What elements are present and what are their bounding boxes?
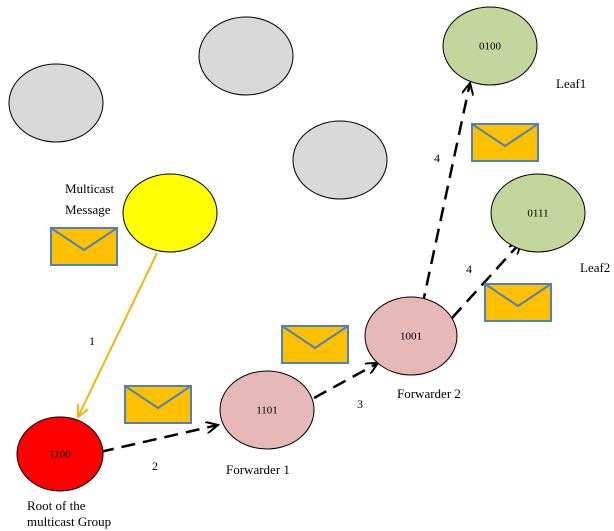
idle-node xyxy=(198,16,294,96)
edges: 1 2 3 4 4 xyxy=(78,83,521,473)
forwarder1-id: 1101 xyxy=(256,405,278,417)
leaf2-label: Leaf2 xyxy=(580,260,610,275)
envelope-icon xyxy=(281,325,349,364)
forwarder2-node: 1001 xyxy=(364,296,458,376)
root-id: 1100 xyxy=(49,449,71,461)
root-label: Root of the multicast Group xyxy=(27,498,111,529)
forwarder2-label: Forwarder 2 xyxy=(397,386,461,401)
edge-forwarder2-leaf1 xyxy=(420,83,470,308)
edge-source-root xyxy=(78,252,158,417)
source-node xyxy=(122,173,218,253)
leaf1-label: Leaf1 xyxy=(556,76,586,91)
envelope-icon xyxy=(484,283,552,322)
forwarder2-id: 1001 xyxy=(400,331,422,343)
edge-label-3: 3 xyxy=(357,397,363,411)
edge-label-4b: 4 xyxy=(466,262,472,276)
idle-node xyxy=(8,63,104,143)
leaf1-id: 0100 xyxy=(479,41,502,53)
forwarder1-node: 1101 xyxy=(219,370,315,450)
leaf2-id: 0111 xyxy=(527,208,548,220)
multicast-message-label: Multicast Message xyxy=(65,181,117,217)
edge-forwarder1-forwarder2 xyxy=(313,361,378,400)
message-icons xyxy=(50,123,552,424)
edge-label-4a: 4 xyxy=(434,151,440,165)
root-node: 1100 xyxy=(16,416,104,492)
forwarder1-label: Forwarder 1 xyxy=(226,462,290,477)
edge-label-2: 2 xyxy=(152,459,158,473)
edge-root-forwarder1 xyxy=(99,425,218,454)
envelope-icon xyxy=(124,385,192,424)
leaf1-node: 0100 xyxy=(442,6,538,86)
annotations: Multicast Message Root of the multicast … xyxy=(27,76,610,529)
nodes: 0100 0111 1001 1101 1100 xyxy=(8,6,586,492)
envelope-icon xyxy=(50,227,118,266)
leaf2-node: 0111 xyxy=(490,173,586,253)
edge-forwarder2-leaf2 xyxy=(451,242,521,319)
envelope-icon xyxy=(471,123,539,162)
edge-label-1: 1 xyxy=(89,334,95,348)
idle-node xyxy=(292,120,388,200)
